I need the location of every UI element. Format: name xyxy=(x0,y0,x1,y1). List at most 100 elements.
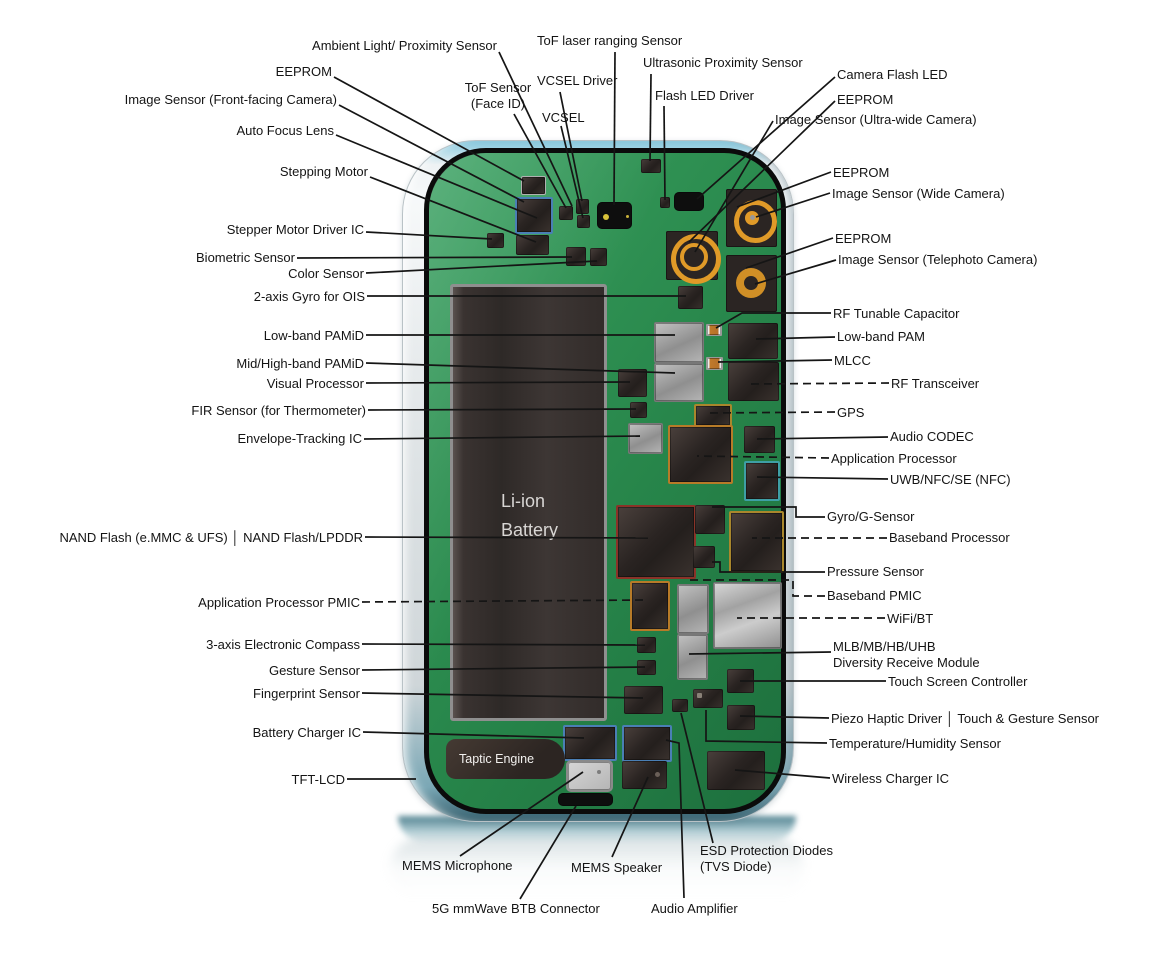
label-fir: FIR Sensor (for Thermometer) xyxy=(191,403,366,418)
battery-label-line2: Battery xyxy=(501,519,559,540)
leader-line-45 xyxy=(690,579,825,597)
phone-reflection-fade xyxy=(390,838,804,898)
label-biometric: Biometric Sensor xyxy=(196,250,295,265)
chip-front-camera-sensor xyxy=(515,197,553,234)
chip-lowband-pamid xyxy=(654,322,704,363)
chip-tof-face-id xyxy=(559,206,573,220)
label-envelope: Envelope-Tracking IC xyxy=(237,431,362,446)
chip-nand-flash xyxy=(616,505,696,579)
label-fingerprint: Fingerprint Sensor xyxy=(253,686,360,701)
taptic-engine-label: Taptic Engine xyxy=(459,752,535,766)
leader-line-39 xyxy=(756,436,889,440)
label-visual-proc: Visual Processor xyxy=(266,376,364,391)
leader-line-18 xyxy=(754,259,837,285)
mic-port xyxy=(597,770,601,774)
label-eeprom-tele: EEPROM xyxy=(835,231,892,246)
chip-piezo-haptic xyxy=(727,705,755,730)
chip-flash-led-driver xyxy=(660,197,670,208)
leader-line-42 xyxy=(712,506,825,518)
ultrawide-outer-ring xyxy=(671,234,721,284)
chip-gesture-sensor xyxy=(637,660,656,675)
label-wifi: WiFi/BT xyxy=(887,611,934,626)
label-baseband-pmic: Baseband PMIC xyxy=(827,588,922,603)
taptic-engine: Taptic Engine xyxy=(446,739,565,779)
tof-laser-emitter xyxy=(603,214,609,220)
label-eeprom-wide: EEPROM xyxy=(833,165,890,180)
label-batt-charger: Battery Charger IC xyxy=(252,725,361,740)
leader-line-50 xyxy=(705,710,828,744)
label-gps: GPS xyxy=(837,405,865,420)
label-eeprom-uw: EEPROM xyxy=(837,92,894,107)
chip-compass xyxy=(637,637,656,653)
leader-line-3 xyxy=(335,134,538,219)
label-lowband-pam: Low-band PAM xyxy=(837,329,925,344)
label-uwb: UWB/NFC/SE (NFC) xyxy=(890,472,1011,487)
chip-visual-processor xyxy=(618,369,647,397)
leader-line-24 xyxy=(365,381,631,384)
label-nand: NAND Flash (e.MMC & UFS) │ NAND Flash/LP… xyxy=(59,530,363,545)
tof-laser-dot xyxy=(626,215,629,218)
leader-line-11 xyxy=(663,105,666,201)
label-tof-laser: ToF laser ranging Sensor xyxy=(537,33,683,48)
chip-gyro-ois xyxy=(678,286,703,309)
leader-line-4 xyxy=(369,176,537,243)
leader-line-52 xyxy=(459,771,584,857)
chip-mems-microphone xyxy=(566,760,613,792)
label-ultrasonic: Ultrasonic Proximity Sensor xyxy=(643,55,803,70)
label-audio-amp: Audio Amplifier xyxy=(651,901,738,916)
label-temp: Temperature/Humidity Sensor xyxy=(829,736,1001,751)
label-lowband-pamid: Low-band PAMiD xyxy=(263,328,364,343)
chip-rf-transceiver xyxy=(728,362,779,401)
speaker-port xyxy=(655,772,660,777)
leader-line-49 xyxy=(739,715,830,719)
leader-line-32 xyxy=(362,731,585,739)
leader-line-13 xyxy=(688,100,836,243)
leader-line-51 xyxy=(734,769,831,779)
chip-lowband-pam xyxy=(728,323,778,359)
label-baseband-proc: Baseband Processor xyxy=(889,530,1010,545)
label-vcsel-driver: VCSEL Driver xyxy=(537,73,618,88)
label-speaker: MEMS Speaker xyxy=(571,860,663,875)
chip-envelope-tracking-ic xyxy=(628,423,663,454)
label-rf-trans: RF Transceiver xyxy=(891,376,980,391)
label-diversity: MLB/MB/HB/UHB Diversity Receive Module xyxy=(833,639,980,670)
leader-line-10 xyxy=(649,73,652,162)
label-ap-pmic: Application Processor PMIC xyxy=(198,595,360,610)
label-gesture: Gesture Sensor xyxy=(268,663,360,678)
leader-line-16 xyxy=(755,192,831,218)
chip-ap-pmic xyxy=(630,581,670,631)
label-flash-driver: Flash LED Driver xyxy=(655,88,754,103)
leader-line-40 xyxy=(696,455,830,459)
label-mems-mic: MEMS Microphone xyxy=(402,858,513,873)
label-btb: 5G mmWave BTB Connector xyxy=(432,901,600,916)
label-image-front: Image Sensor (Front-facing Camera) xyxy=(124,92,337,107)
chip-fingerprint-sensor xyxy=(624,686,663,714)
leader-line-28 xyxy=(361,599,647,603)
chip-btb-connector xyxy=(558,793,613,806)
leader-line-44 xyxy=(712,561,825,573)
label-tof-face: ToF Sensor (Face ID) xyxy=(464,80,532,111)
chip-pressure-sensor xyxy=(693,546,715,568)
chip-vcsel xyxy=(577,215,590,228)
wide-lens-glint xyxy=(750,215,755,220)
label-gyro-g: Gyro/G-Sensor xyxy=(827,509,915,524)
chip-ultrasonic-proximity xyxy=(641,159,661,173)
leader-line-17 xyxy=(745,237,834,269)
leader-line-27 xyxy=(364,536,649,539)
chip-battery-charger-ic xyxy=(563,725,617,761)
label-image-uw: Image Sensor (Ultra-wide Camera) xyxy=(775,112,977,127)
leader-line-38 xyxy=(708,411,836,414)
leader-line-2 xyxy=(338,104,525,203)
chip-eeprom-top xyxy=(521,176,546,195)
label-stepper-driver: Stepper Motor Driver IC xyxy=(226,222,364,237)
label-wireless: Wireless Charger IC xyxy=(832,771,950,786)
chip-esd-diodes xyxy=(672,699,688,712)
leader-line-56 xyxy=(680,712,714,844)
chip-diversity-module xyxy=(677,634,708,680)
wide-outer-ring xyxy=(734,200,777,243)
label-vcsel: VCSEL xyxy=(542,110,585,125)
label-audio-codec: Audio CODEC xyxy=(890,429,974,444)
label-camera-flash: Camera Flash LED xyxy=(837,67,948,82)
